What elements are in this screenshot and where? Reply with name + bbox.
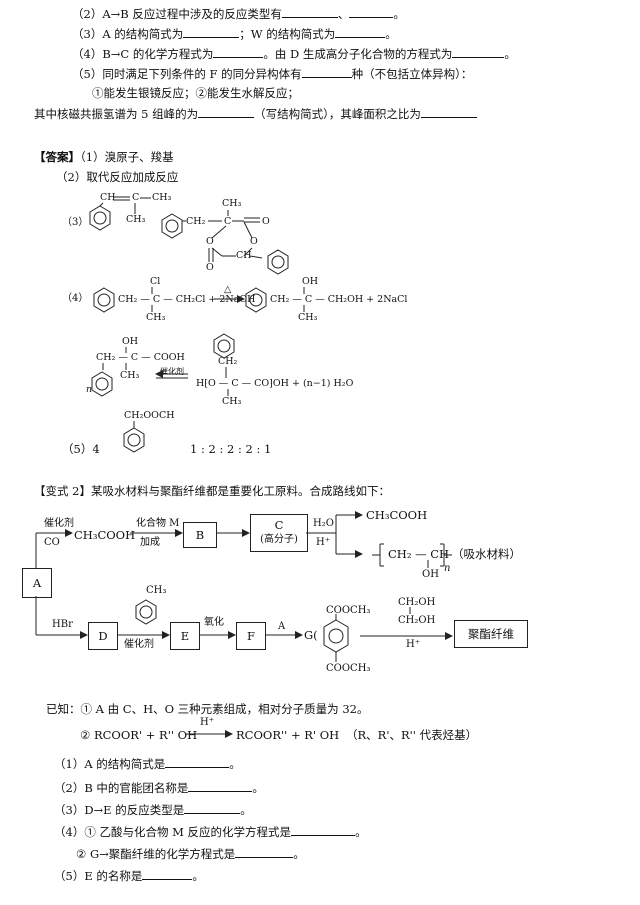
flow-label: （吸水材料） [452, 547, 521, 561]
chem-label: CH₃ [146, 312, 166, 323]
subq-1: （1）A 的结构简式是。 [54, 757, 241, 771]
flow-label: 加成 [140, 537, 160, 548]
flow-product: CH₃COOH [366, 508, 428, 522]
box-e: E [170, 622, 200, 650]
chem-label: C [224, 216, 232, 227]
chem-label: O [262, 216, 270, 227]
benzene-ring-icon [161, 213, 183, 239]
answer-5-label: （5）4 [62, 442, 100, 456]
benzene-ring-icon [245, 287, 267, 313]
flow-label: 催化剂 [124, 639, 154, 650]
box-d: D [88, 622, 118, 650]
chem-label: CH₂ [186, 216, 206, 227]
flow-label: COOCH₃ [326, 605, 371, 616]
flow-label: COOCH₃ [326, 663, 371, 674]
answer-3-label: （3） [62, 217, 89, 228]
question-3: （3）A 的结构简式为；W 的结构简式为。 [72, 27, 397, 41]
variant-heading: 【变式 2】某吸水材料与聚酯纤维都是重要化工原料。合成路线如下： [34, 484, 390, 498]
chem-label: CH₂ — C — COOH [96, 352, 185, 363]
answer-5-ratio: 1 : 2 : 2 : 2 : 1 [190, 442, 272, 456]
flow-label: OH [422, 569, 439, 580]
question-5-nmr: 其中核磁共振氢谱为 5 组峰的为（写结构简式），其峰面积之比为 [34, 106, 477, 121]
box-f: F [236, 622, 266, 650]
flow-label: 催化剂 [44, 518, 74, 529]
chem-label: CH₂ — C — CH₂Cl + 2NaOH [118, 294, 256, 305]
flow-product: CH₂ — CH [388, 547, 450, 561]
flow-label: H⁺ [406, 639, 420, 650]
known-2-right: RCOOR'' + R' OH [236, 728, 340, 742]
flow-label: H⁺ [316, 537, 330, 548]
chem-label: CH₃ [126, 214, 146, 225]
chem-label: CH [100, 192, 116, 203]
chem-label: CH₃ [222, 198, 242, 209]
benzene-ring-icon [123, 427, 145, 453]
subq-4-1: （4）① 乙酸与化合物 M 反应的化学方程式是。 [54, 825, 367, 839]
flow-label: CH₂OH [398, 615, 436, 626]
chem-label: CH₃ [120, 370, 140, 381]
flow-label: 氧化 [204, 617, 224, 628]
subq-5: （5）E 的名称是。 [54, 869, 204, 883]
question-5: （5）同时满足下列条件的 F 的同分异构体有种（不包括立体异构）： [72, 67, 473, 81]
subq-2: （2）B 中的官能团名称是。 [54, 781, 264, 795]
chem-label: H⁅O — C — CO⁆OH + (n−1) H₂O [196, 378, 354, 389]
flow-label: n [444, 563, 451, 574]
subq-4-2: ② G→聚酯纤维的化学方程式是。 [76, 847, 305, 861]
flow-label: 化合物 M [136, 518, 180, 529]
benzene-ring-icon [91, 371, 113, 397]
flow-label: CH₃COOH [74, 528, 136, 542]
known-2-left: ② RCOOR' + R'' OH [80, 728, 198, 742]
chem-label: n [86, 384, 93, 395]
flow-label: CH₃ [146, 585, 167, 596]
chem-label: 催化剂 [160, 367, 184, 376]
chem-label: CH [236, 250, 252, 261]
box-fiber: 聚酯纤维 [454, 620, 528, 648]
chem-label: O [250, 236, 258, 247]
chem-label: CH₃ [298, 312, 318, 323]
chem-label: CH₃ [222, 396, 242, 407]
flow-label: G( [304, 628, 318, 642]
chem-label: CH₃ [152, 192, 172, 203]
subq-3: （3）D→E 的反应类型是。 [54, 803, 252, 817]
flow-label: CH₂OH [398, 597, 436, 608]
chem-label: O [206, 236, 214, 247]
flow-label: CO [44, 537, 60, 548]
benzene-ring-icon [213, 333, 235, 359]
known-2-note: （R、R'、R'' 代表烃基） [346, 728, 478, 742]
benzene-ring-icon [267, 249, 289, 275]
benzene-ring-icon [93, 287, 115, 313]
answer-4-label: （4） [62, 293, 89, 304]
answer-line-1: 【答案】（1）溴原子、羧基 [34, 150, 174, 164]
chem-label: O [206, 262, 214, 273]
chem-label: CH₂OOCH [124, 410, 175, 421]
benzene-ring-icon [323, 619, 349, 653]
chem-label: OH [302, 276, 319, 287]
chem-label: Cl [150, 276, 161, 287]
flow-label: A [278, 621, 286, 632]
answer-line-2: （2）取代反应加成反应 [56, 170, 179, 184]
box-a: A [22, 568, 52, 598]
question-5-conditions: ①能发生银镜反应；②能发生水解反应； [92, 86, 299, 100]
chem-label: CH₂ — C — CH₂OH + 2NaCl [270, 294, 408, 305]
chem-label: CH₂ [218, 356, 238, 367]
benzene-ring-icon [135, 599, 157, 625]
known-2-catalyst: H⁺ [200, 717, 214, 728]
known-1: 已知：① A 由 C、H、O 三种元素组成，相对分子质量为 32。 [46, 702, 369, 716]
question-4: （4）B→C 的化学方程式为。由 D 生成高分子化合物的方程式为。 [72, 47, 516, 61]
flow-label: HBr [52, 619, 73, 630]
flow-label: H₂O [313, 518, 334, 529]
question-2: （2）A→B 反应过程中涉及的反应类型有、。 [72, 7, 405, 21]
chem-label: C [132, 192, 140, 203]
box-b: B [183, 522, 217, 548]
chem-label: OH [122, 336, 139, 347]
chem-label: △ [224, 284, 232, 295]
benzene-ring-icon [89, 205, 111, 231]
